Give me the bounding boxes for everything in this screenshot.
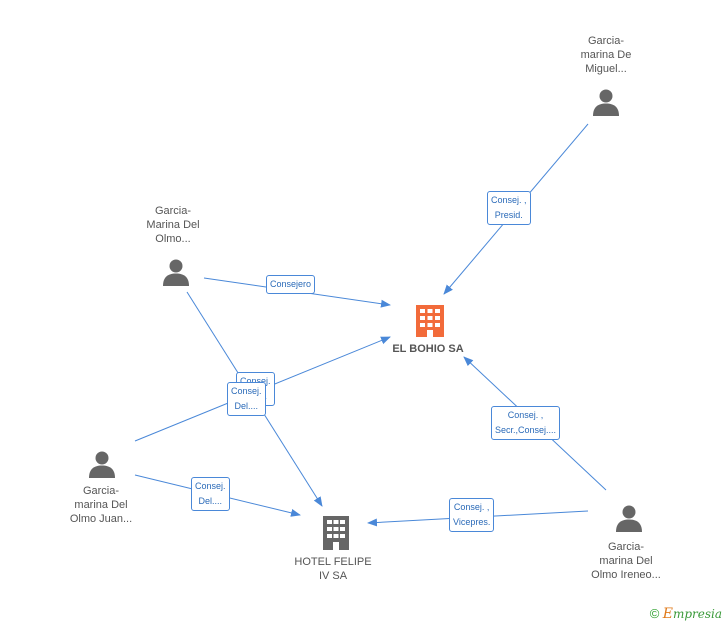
brand-logo-text: mpresia	[672, 607, 722, 621]
company-label-el-bohio[interactable]: EL BOHIO SA	[392, 343, 464, 355]
person-label-line: Olmo Juan...	[69, 513, 133, 525]
company-label-hotel-felipe[interactable]: HOTEL FELIPE IV SA	[278, 555, 388, 583]
brand-logo-initial: E	[662, 606, 673, 622]
person-label-line: Olmo...	[155, 233, 191, 245]
person-label-line: Garcia-	[82, 485, 120, 497]
person-icon[interactable]	[592, 88, 620, 121]
edge-label-line: Secr.,Consej....	[495, 425, 557, 435]
building-icon[interactable]	[414, 303, 446, 342]
edge-label-line: Consej. ,	[453, 502, 490, 512]
edge-label-ireneo-hotel[interactable]: Consej. , Vicepres.	[449, 498, 495, 532]
brand-logo: © Empresia	[650, 606, 722, 622]
edge-label-line: Vicepres.	[453, 517, 491, 527]
person-icon[interactable]	[615, 504, 643, 537]
edge-label-del-olmo-bohio[interactable]: Consejero	[266, 275, 316, 294]
person-label-line: Marina Del	[146, 219, 200, 231]
person-icon[interactable]	[162, 258, 190, 291]
person-label-line: marina De	[580, 49, 632, 61]
edge-label-line: Consej. ,	[491, 195, 527, 205]
edge-label-line: Consej. ,	[507, 410, 544, 420]
person-label-line: Garcia-	[607, 541, 645, 553]
person-label-line: Miguel...	[585, 63, 627, 75]
person-icon[interactable]	[88, 450, 116, 483]
copyright-symbol: ©	[649, 606, 660, 621]
person-label-line: marina Del	[599, 555, 653, 567]
person-label-ireneo[interactable]: Garcia- marina Del Olmo Ireneo...	[566, 540, 686, 582]
person-label-juan[interactable]: Garcia- marina Del Olmo Juan...	[41, 484, 161, 526]
edge-label-ireneo-bohio[interactable]: Consej. , Secr.,Consej....	[491, 406, 561, 440]
edge-label-line: Presid.	[494, 210, 523, 220]
person-label-line: marina Del	[74, 499, 128, 511]
edge-label-juan-hotel[interactable]: Consej. Del....	[191, 477, 230, 511]
edge-label-de-miguel-bohio[interactable]: Consej. , Presid.	[487, 191, 531, 225]
person-label-line: Garcia-	[587, 35, 625, 47]
person-label-line: Olmo Ireneo...	[591, 569, 661, 581]
person-label-line: Garcia-	[154, 205, 192, 217]
edge-label-line: Del....	[198, 496, 223, 506]
company-label-line: IV SA	[318, 570, 348, 582]
edge-label-line: Consej.	[240, 376, 271, 386]
person-label-del-olmo[interactable]: Garcia- Marina Del Olmo...	[113, 204, 233, 246]
edge-label-line: Consej.	[195, 481, 226, 491]
person-label-de-miguel[interactable]: Garcia- marina De Miguel...	[546, 34, 666, 76]
edge-label-line: Consejero	[270, 279, 312, 289]
edge-label-line: Consej.	[231, 386, 262, 396]
company-label-line: HOTEL FELIPE	[294, 556, 372, 568]
edge-label-juan-bohio[interactable]: Consej. Del....	[227, 382, 266, 416]
edge-label-line: Del....	[234, 401, 259, 411]
building-icon[interactable]	[320, 514, 352, 555]
